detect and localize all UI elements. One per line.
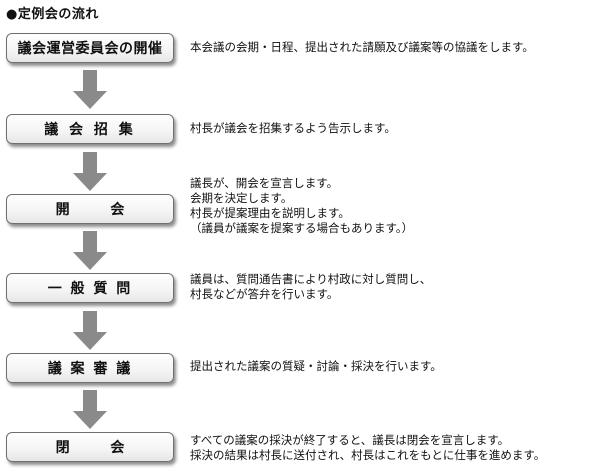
step-box-general-questions: 一 般 質 問 [6, 273, 174, 303]
description-line: 本会議の会期・日程、提出された請願及び議案等の協議をします。 [190, 40, 534, 54]
step-box-committee-meeting: 議会運営委員会の開催 [6, 33, 174, 63]
step-description-committee-meeting: 本会議の会期・日程、提出された請願及び議案等の協議をします。 [190, 40, 534, 55]
step-description-convocation: 村長が議会を招集するよう告示します。 [190, 121, 396, 136]
down-arrow-icon [73, 311, 107, 350]
description-line: 会期を決定します。 [190, 191, 293, 205]
page-title: ●定例会の流れ [6, 7, 99, 22]
down-arrow-icon [73, 70, 107, 109]
step-description-general-questions: 議員は、質問通告書により村政に対し質問し、 村長などが答弁を行います。 [190, 272, 431, 302]
step-description-bill-deliberation: 提出された議案の質疑・討論・採決を行います。 [190, 359, 442, 374]
down-arrow-icon [73, 390, 107, 429]
step-box-convocation: 議 会 招 集 [6, 114, 174, 144]
step-description-opening: 議長が、開会を宣言します。 会期を決定します。 村長が提案理由を説明します。 （… [190, 176, 413, 236]
description-line: 村長などが答弁を行います。 [190, 287, 339, 301]
step-description-closing: すべての議案の採決が終了すると、議長は閉会を宣言します。 採決の結果は村長に送付… [190, 433, 545, 463]
down-arrow-icon [73, 231, 107, 270]
description-line: （議員が議案を提案する場合もあります。） [190, 221, 414, 235]
description-line: 村長が提案理由を説明します。 [190, 206, 350, 220]
description-line: 議長が、開会を宣言します。 [190, 176, 339, 190]
step-box-closing: 閉 会 [6, 432, 174, 462]
description-line: 提出された議案の質疑・討論・採決を行います。 [190, 359, 442, 373]
step-box-opening: 開 会 [6, 194, 174, 224]
description-line: 採決の結果は村長に送付され、村長はこれをもとに仕事を進めます。 [190, 448, 546, 462]
down-arrow-icon [73, 152, 107, 191]
description-line: 議員は、質問通告書により村政に対し質問し、 [190, 272, 432, 286]
step-box-bill-deliberation: 議 案 審 議 [6, 353, 174, 383]
description-line: 村長が議会を招集するよう告示します。 [190, 121, 396, 135]
description-line: すべての議案の採決が終了すると、議長は閉会を宣言します。 [190, 433, 510, 447]
